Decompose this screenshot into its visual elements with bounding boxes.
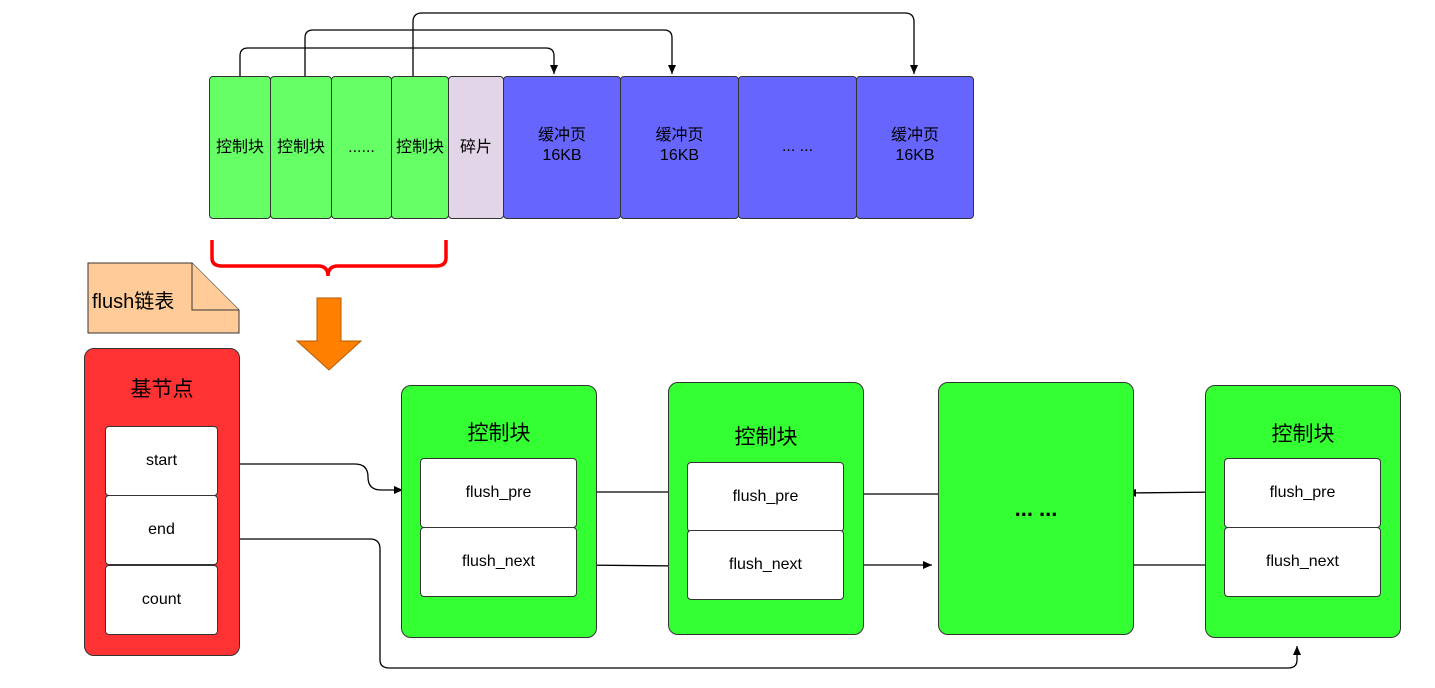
note-fold xyxy=(191,263,239,311)
pointer-line-1 xyxy=(239,47,558,76)
list-node-last: 控制块 flush_pre flush_next xyxy=(1205,385,1401,638)
list-node-title: 控制块 xyxy=(1271,423,1335,446)
pointer-line-2 xyxy=(304,29,676,76)
buffer-page-2: 缓冲页 16KB xyxy=(620,76,739,219)
memory-control-block-label: 控制块 xyxy=(215,138,264,156)
memory-ellipsis-label: ...... xyxy=(348,138,375,156)
base-node-title: 基节点 xyxy=(130,378,194,401)
base-node-end-field: end xyxy=(105,495,218,565)
buffer-page-1: 缓冲页 16KB xyxy=(503,76,621,219)
end-link xyxy=(240,538,1301,669)
buffer-page-size: 16KB xyxy=(542,147,582,164)
buffer-page-size: 16KB xyxy=(895,147,935,164)
flush-next-field: flush_next xyxy=(1224,527,1381,597)
flush-pre-field: flush_pre xyxy=(420,458,577,528)
memory-control-block-1: 控制块 xyxy=(209,76,271,219)
flush-next-field: flush_next xyxy=(420,527,577,597)
list-node-ellipsis-label: ... ... xyxy=(1014,495,1058,521)
buffer-page-label: 缓冲页 xyxy=(537,127,586,144)
memory-control-block-ellipsis: ...... xyxy=(331,76,392,219)
buffer-page-last: 缓冲页 16KB xyxy=(856,76,974,219)
flush-pre-field: flush_pre xyxy=(687,462,844,532)
flush-list-label: flush链表 xyxy=(92,291,175,313)
base-node-count-field: count xyxy=(105,565,218,635)
memory-fragment: 碎片 xyxy=(448,76,504,219)
memory-control-block-label: 控制块 xyxy=(395,138,444,156)
list-node-title: 控制块 xyxy=(467,422,531,445)
base-node-start-field: start xyxy=(105,426,218,496)
flush-next-field: flush_next xyxy=(687,530,844,600)
list-node-1: 控制块 flush_pre flush_next xyxy=(401,385,597,638)
buffer-page-size: 16KB xyxy=(659,147,700,164)
orange-down-arrow xyxy=(295,297,363,371)
buffer-page-label: 缓冲页 xyxy=(890,127,939,144)
start-link xyxy=(240,463,403,494)
base-node: 基节点 start end count xyxy=(84,348,240,656)
memory-control-block-last: 控制块 xyxy=(391,76,449,219)
fragment-label: 碎片 xyxy=(459,138,492,156)
flush-pre-field: flush_pre xyxy=(1224,458,1381,528)
buffer-page-ellipsis: ... ... xyxy=(738,76,857,219)
buffer-page-label: 缓冲页 xyxy=(655,127,704,144)
list-node-2: 控制块 flush_pre flush_next xyxy=(668,382,864,635)
memory-control-block-label: 控制块 xyxy=(276,138,325,156)
list-node-ellipsis: ... ... xyxy=(938,382,1134,635)
list-node-title: 控制块 xyxy=(734,426,798,449)
pointer-line-3 xyxy=(412,12,918,76)
memory-control-block-2: 控制块 xyxy=(270,76,332,219)
buffer-page-label: ... ... xyxy=(781,138,814,155)
red-brace xyxy=(210,240,448,277)
